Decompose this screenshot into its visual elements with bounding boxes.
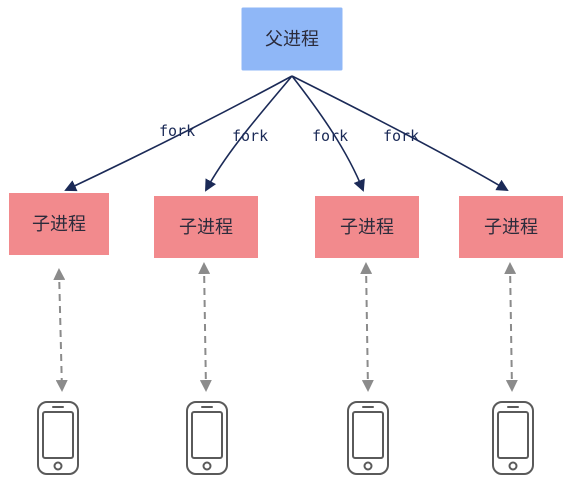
fork-label-2: fork	[232, 127, 268, 145]
child-processes: 子进程 子进程 子进程 子进程	[9, 193, 563, 258]
fork-arrow-2	[205, 75, 293, 192]
connection-arrow-3	[360, 262, 374, 392]
connection-arrow-4	[504, 262, 518, 392]
fork-label-3: fork	[312, 127, 348, 145]
fork-arrow-1	[64, 75, 293, 192]
child-process-node: 子进程	[459, 196, 563, 258]
fork-edges: fork fork fork fork	[64, 75, 509, 192]
smartphone-icon	[492, 401, 534, 475]
child-process-label: 子进程	[32, 214, 86, 235]
parent-process-label: 父进程	[265, 29, 319, 50]
fork-arrow-4	[291, 75, 509, 192]
parent-process-node: 父进程	[241, 7, 343, 71]
child-process-node: 子进程	[154, 196, 258, 258]
fork-arrow-3	[291, 75, 365, 192]
child-process-box	[9, 193, 109, 255]
connection-arrow-2	[198, 262, 212, 392]
child-process-box	[459, 196, 563, 258]
fork-label-4: fork	[383, 127, 419, 145]
smartphone-icon	[347, 401, 389, 475]
child-process-label: 子进程	[340, 217, 394, 238]
smartphone-icon	[37, 401, 79, 475]
smartphone-icon	[186, 401, 228, 475]
connection-arrow-1	[53, 268, 68, 392]
child-process-label: 子进程	[484, 217, 538, 238]
child-process-box	[315, 196, 419, 258]
fork-label-1: fork	[159, 122, 195, 140]
child-process-label: 子进程	[179, 217, 233, 238]
child-process-node: 子进程	[9, 193, 109, 255]
child-process-node: 子进程	[315, 196, 419, 258]
parent-process-box	[241, 7, 343, 71]
client-connections	[53, 262, 518, 392]
child-process-box	[154, 196, 258, 258]
